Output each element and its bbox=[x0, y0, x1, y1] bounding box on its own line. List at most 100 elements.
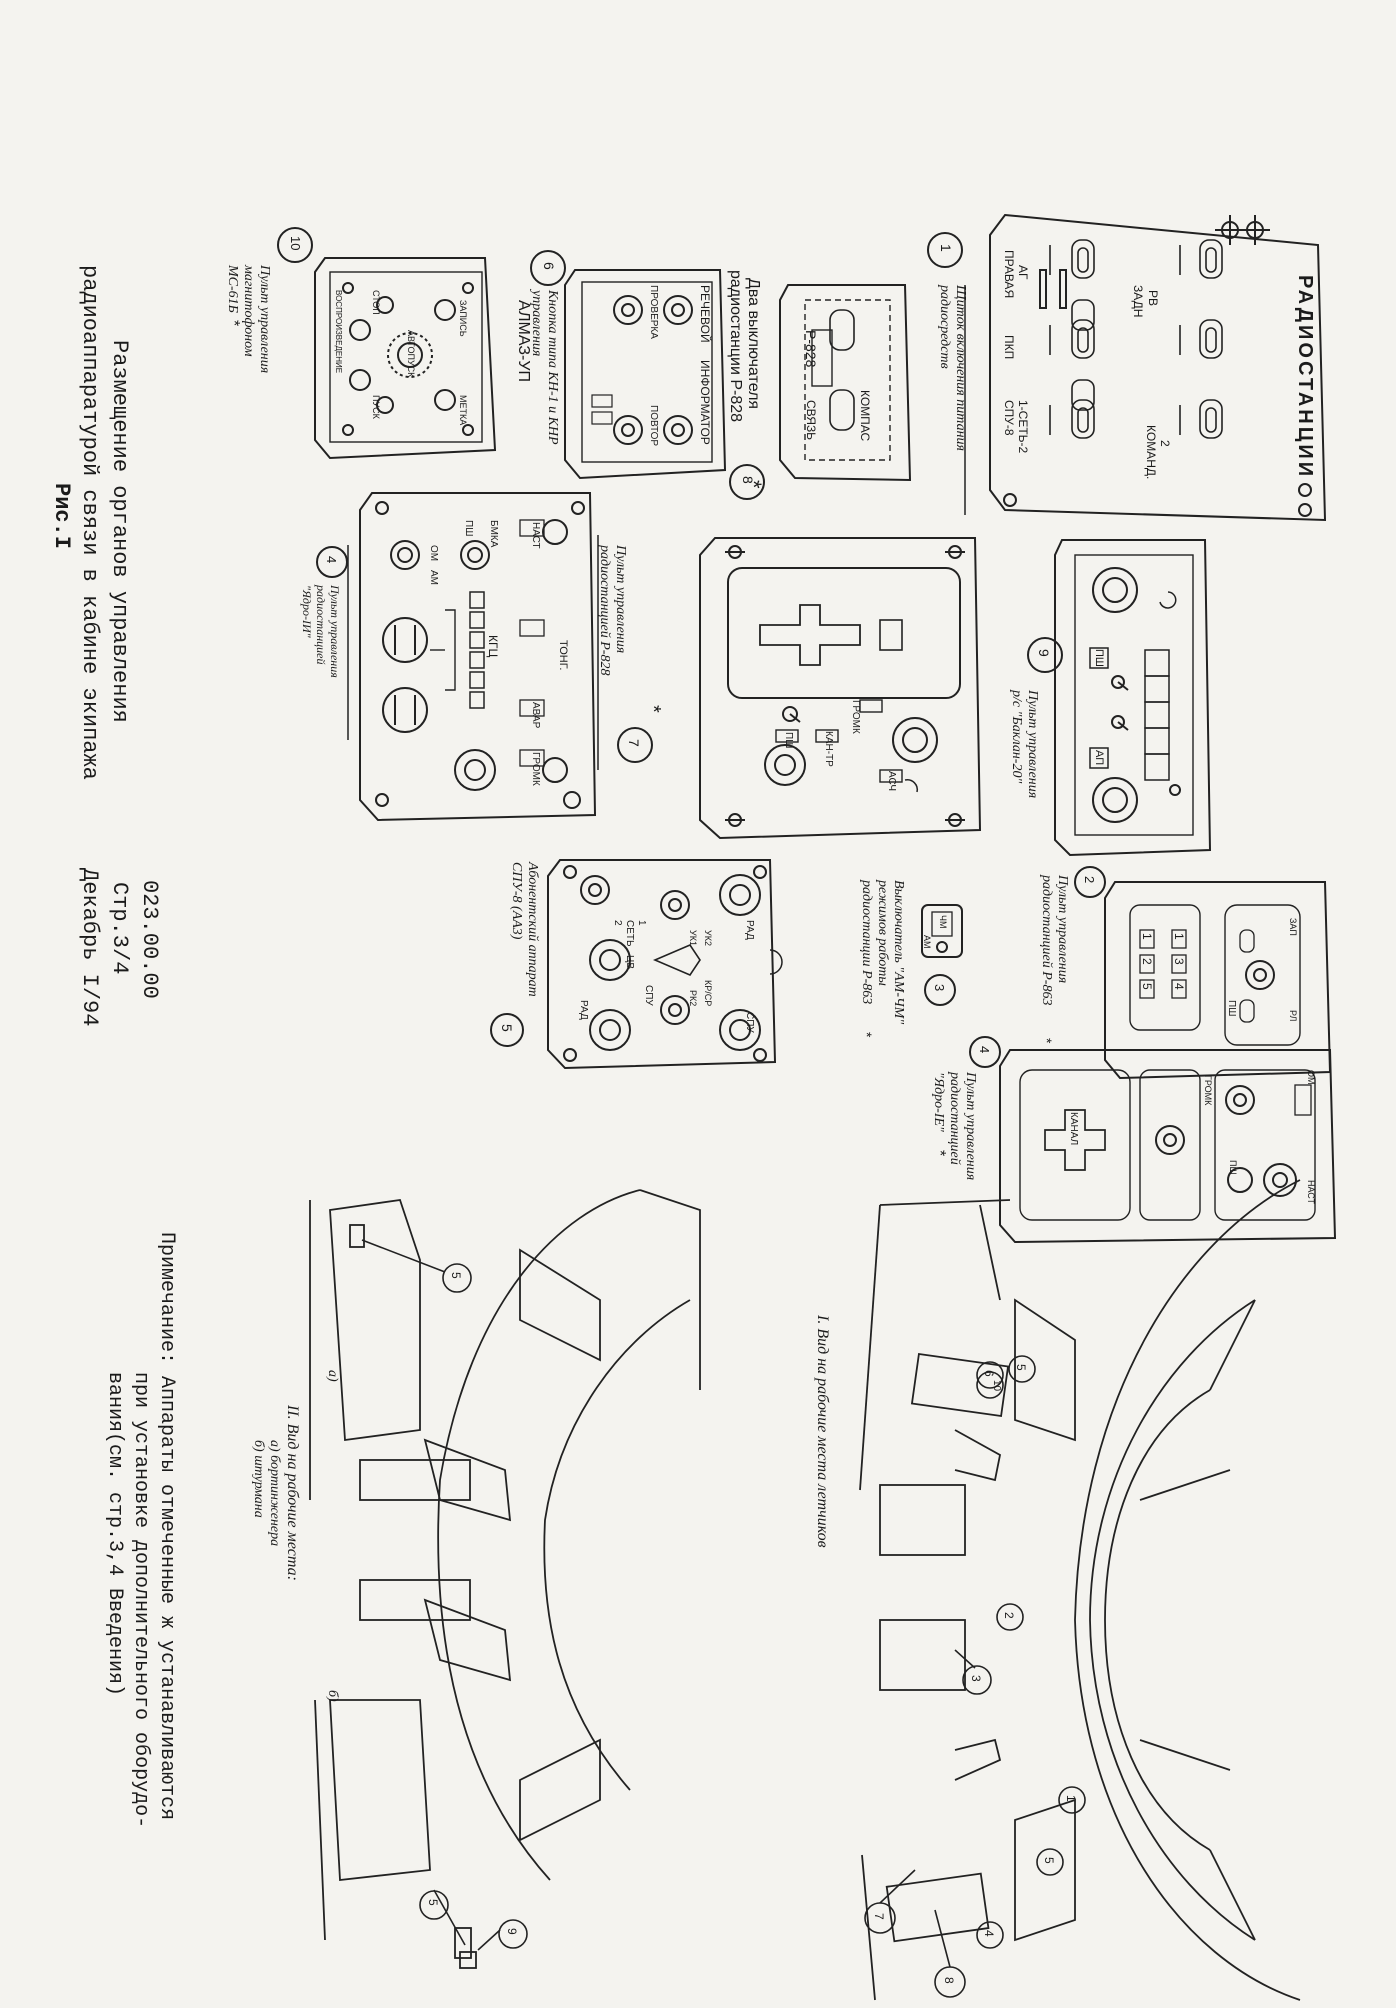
panel-6-label-rechevoy: РЕЧЕВОЙ bbox=[698, 285, 712, 343]
panel-1-drawing bbox=[989, 213, 1327, 522]
panel-10-drawing bbox=[314, 257, 497, 460]
panel-3-drawing bbox=[921, 904, 963, 958]
panel-5-drawing bbox=[547, 859, 783, 1070]
panel-2-digit-a1: 1 bbox=[1140, 933, 1154, 940]
panel-5-label-spu1: СПУ bbox=[744, 1012, 755, 1033]
panel-1-number: 1 bbox=[938, 244, 954, 252]
panel-2-star: * bbox=[1039, 1038, 1055, 1044]
panel-4a-label-psh: ПШ bbox=[463, 520, 474, 537]
panel-10-number: 10 bbox=[288, 236, 303, 251]
panel-10-label-stop: СТОП bbox=[371, 290, 381, 315]
panel-4a-label-tong: ТОНГ. bbox=[557, 640, 569, 671]
panel-9-drawing bbox=[1054, 539, 1212, 857]
panel-6-caption3: АЛМАЗ-УП bbox=[515, 300, 532, 382]
view-1-marker-6: 6 bbox=[982, 1370, 996, 1377]
panel-4a-label-gromk: ГРОМК bbox=[530, 752, 541, 786]
panel-4b-label-gromk: ГРОМК bbox=[1203, 1075, 1213, 1106]
panel-2-label-zap: ЗАП bbox=[1288, 918, 1298, 936]
panel-2-digit-b2: 3 bbox=[1172, 958, 1186, 965]
panel-2-number-circle bbox=[1074, 866, 1106, 898]
view-1-marker-8: 8 bbox=[942, 1977, 956, 1984]
page-title-line2: радиоаппаратурой связи в кабине экипажа bbox=[77, 265, 102, 780]
view-1-markers bbox=[864, 1355, 1086, 1998]
view-2-caption3: б) штурмана bbox=[251, 1440, 266, 1518]
view-1-caption: I. Вид на рабочие места летчиков bbox=[814, 1315, 831, 1548]
panel-6-number-circle bbox=[530, 250, 566, 286]
panel-2-number: 2 bbox=[1082, 876, 1097, 884]
view-2-marker-5b: 5 bbox=[426, 1899, 440, 1906]
panel-6-label-povtor: ПОВТОР bbox=[648, 405, 659, 447]
panel-10-label-pusk: ПУСК bbox=[371, 395, 381, 419]
panel-4b-label-nast: НАСТ bbox=[1306, 1180, 1316, 1205]
panel-9-number: 9 bbox=[1036, 649, 1052, 657]
view-1-marker-5b: 5 bbox=[1042, 1857, 1056, 1864]
panel-1-label-zadn: ЗАДН bbox=[1131, 285, 1145, 318]
panel-4b-label-psh: ПШ bbox=[1228, 1160, 1238, 1175]
panel-10-label-vosproizv: ВОСПРОИЗВЕДЕНИЕ bbox=[334, 290, 343, 374]
panel-4b-drawing bbox=[999, 1049, 1337, 1244]
panel-10-caption3: МС-61Б bbox=[225, 265, 240, 313]
view-2-letter-b: б) bbox=[325, 1690, 340, 1702]
panel-1-caption1: Щиток включения питания bbox=[953, 285, 968, 452]
doc-number: 023.00.00 bbox=[137, 880, 162, 999]
panel-1-heading: РАДИОСТАНЦИИ bbox=[1294, 275, 1316, 480]
panel-7-label-psh: ПШ bbox=[783, 732, 794, 749]
panel-1-caption2: радиосредств bbox=[937, 285, 952, 369]
view-2-caption2: а) бортинженера bbox=[267, 1440, 282, 1547]
panel-1-label-2: 2 bbox=[1158, 440, 1172, 447]
panel-6-label-informator: ИНФОРМАТОР bbox=[698, 360, 712, 445]
view-1-marker-4: 4 bbox=[982, 1930, 996, 1937]
panel-5-label-rk2: РК2 bbox=[688, 990, 698, 1007]
panel-7-number-circle bbox=[617, 727, 653, 763]
view-2-markers bbox=[361, 1239, 528, 1951]
panel-6-caption1: Кнопка типа КН-1 и КНР bbox=[545, 290, 560, 445]
panel-8-caption2: радиостанции Р-828 bbox=[727, 270, 744, 423]
panel-4a-number: 4 bbox=[324, 556, 339, 564]
panel-4a-caption3: "Ядро-IИ" bbox=[300, 585, 314, 638]
panel-5-label-1: 1 bbox=[636, 920, 647, 926]
panel-4b-caption1: Пульт управления bbox=[963, 1072, 978, 1181]
panel-7-caption1: Пульт управления bbox=[613, 545, 628, 654]
figure-label: Рис.I bbox=[49, 483, 74, 550]
panel-4b-label-om: ОМ bbox=[1306, 1070, 1316, 1085]
panel-1-label-rv: РВ bbox=[1146, 290, 1160, 307]
panel-3-number-circle bbox=[924, 974, 956, 1006]
panel-1-label-pkp: ПКП bbox=[1002, 335, 1016, 360]
panel-9-label-psh: ПШ bbox=[1093, 649, 1105, 667]
panel-4b-label-kanal: КАНАЛ bbox=[1068, 1112, 1079, 1146]
doc-date: Декабрь I/94 bbox=[77, 868, 102, 1027]
view-2-drawing bbox=[309, 1189, 701, 1969]
note-line2: при установке дополнительного оборудо- bbox=[129, 1372, 152, 1829]
panel-2-drawing bbox=[1104, 881, 1332, 1080]
panel-3-caption2: режимов работы bbox=[875, 880, 890, 986]
panel-4a-label-avar: АВАР bbox=[530, 702, 541, 729]
panel-10-caption2: магнитофоном bbox=[241, 265, 256, 357]
panel-5-label-uk1: УК1 bbox=[688, 930, 698, 946]
panel-4a-label-am: АМ bbox=[428, 570, 439, 585]
panel-7-star: * bbox=[642, 705, 664, 713]
panel-6-drawing bbox=[564, 269, 727, 480]
panel-3-label-am: АМ bbox=[922, 935, 932, 949]
panel-4a-caption1: Пульт управления bbox=[328, 585, 342, 678]
panel-5-label-uk2: УК2 bbox=[703, 930, 713, 946]
panel-2-digit-b1: 1 bbox=[1172, 933, 1186, 940]
panel-10-label-avtopusk: АВТОПУСК bbox=[406, 330, 416, 378]
panel-4a-number-circle bbox=[316, 546, 348, 578]
panel-6-number: 6 bbox=[541, 262, 557, 270]
panel-2-caption2: радиостанцией Р-863 bbox=[1039, 875, 1054, 1006]
panel-1-label-spu: СПУ-8 bbox=[1002, 400, 1016, 436]
panel-7-label-kantr: КАН-ТР bbox=[823, 731, 834, 767]
panel-4b-number: 4 bbox=[977, 1046, 992, 1054]
panel-8-caption1: Два выключателя bbox=[745, 278, 762, 410]
panel-8-drawing bbox=[779, 284, 912, 482]
panel-8-number: 8 bbox=[740, 476, 756, 484]
panel-8-label-r828: Р-828 bbox=[803, 330, 819, 368]
panel-3-number: 3 bbox=[932, 984, 947, 992]
panel-4a-label-bmka: БМКА bbox=[488, 520, 499, 548]
panel-7-label-asch: АСЧ bbox=[886, 771, 897, 792]
panel-9-caption2: р/с "Баклан-20" bbox=[1009, 690, 1024, 784]
panel-4a-label-om: ОМ bbox=[428, 545, 439, 562]
panel-9-number-circle bbox=[1027, 637, 1063, 673]
panel-7-number: 7 bbox=[626, 739, 642, 747]
